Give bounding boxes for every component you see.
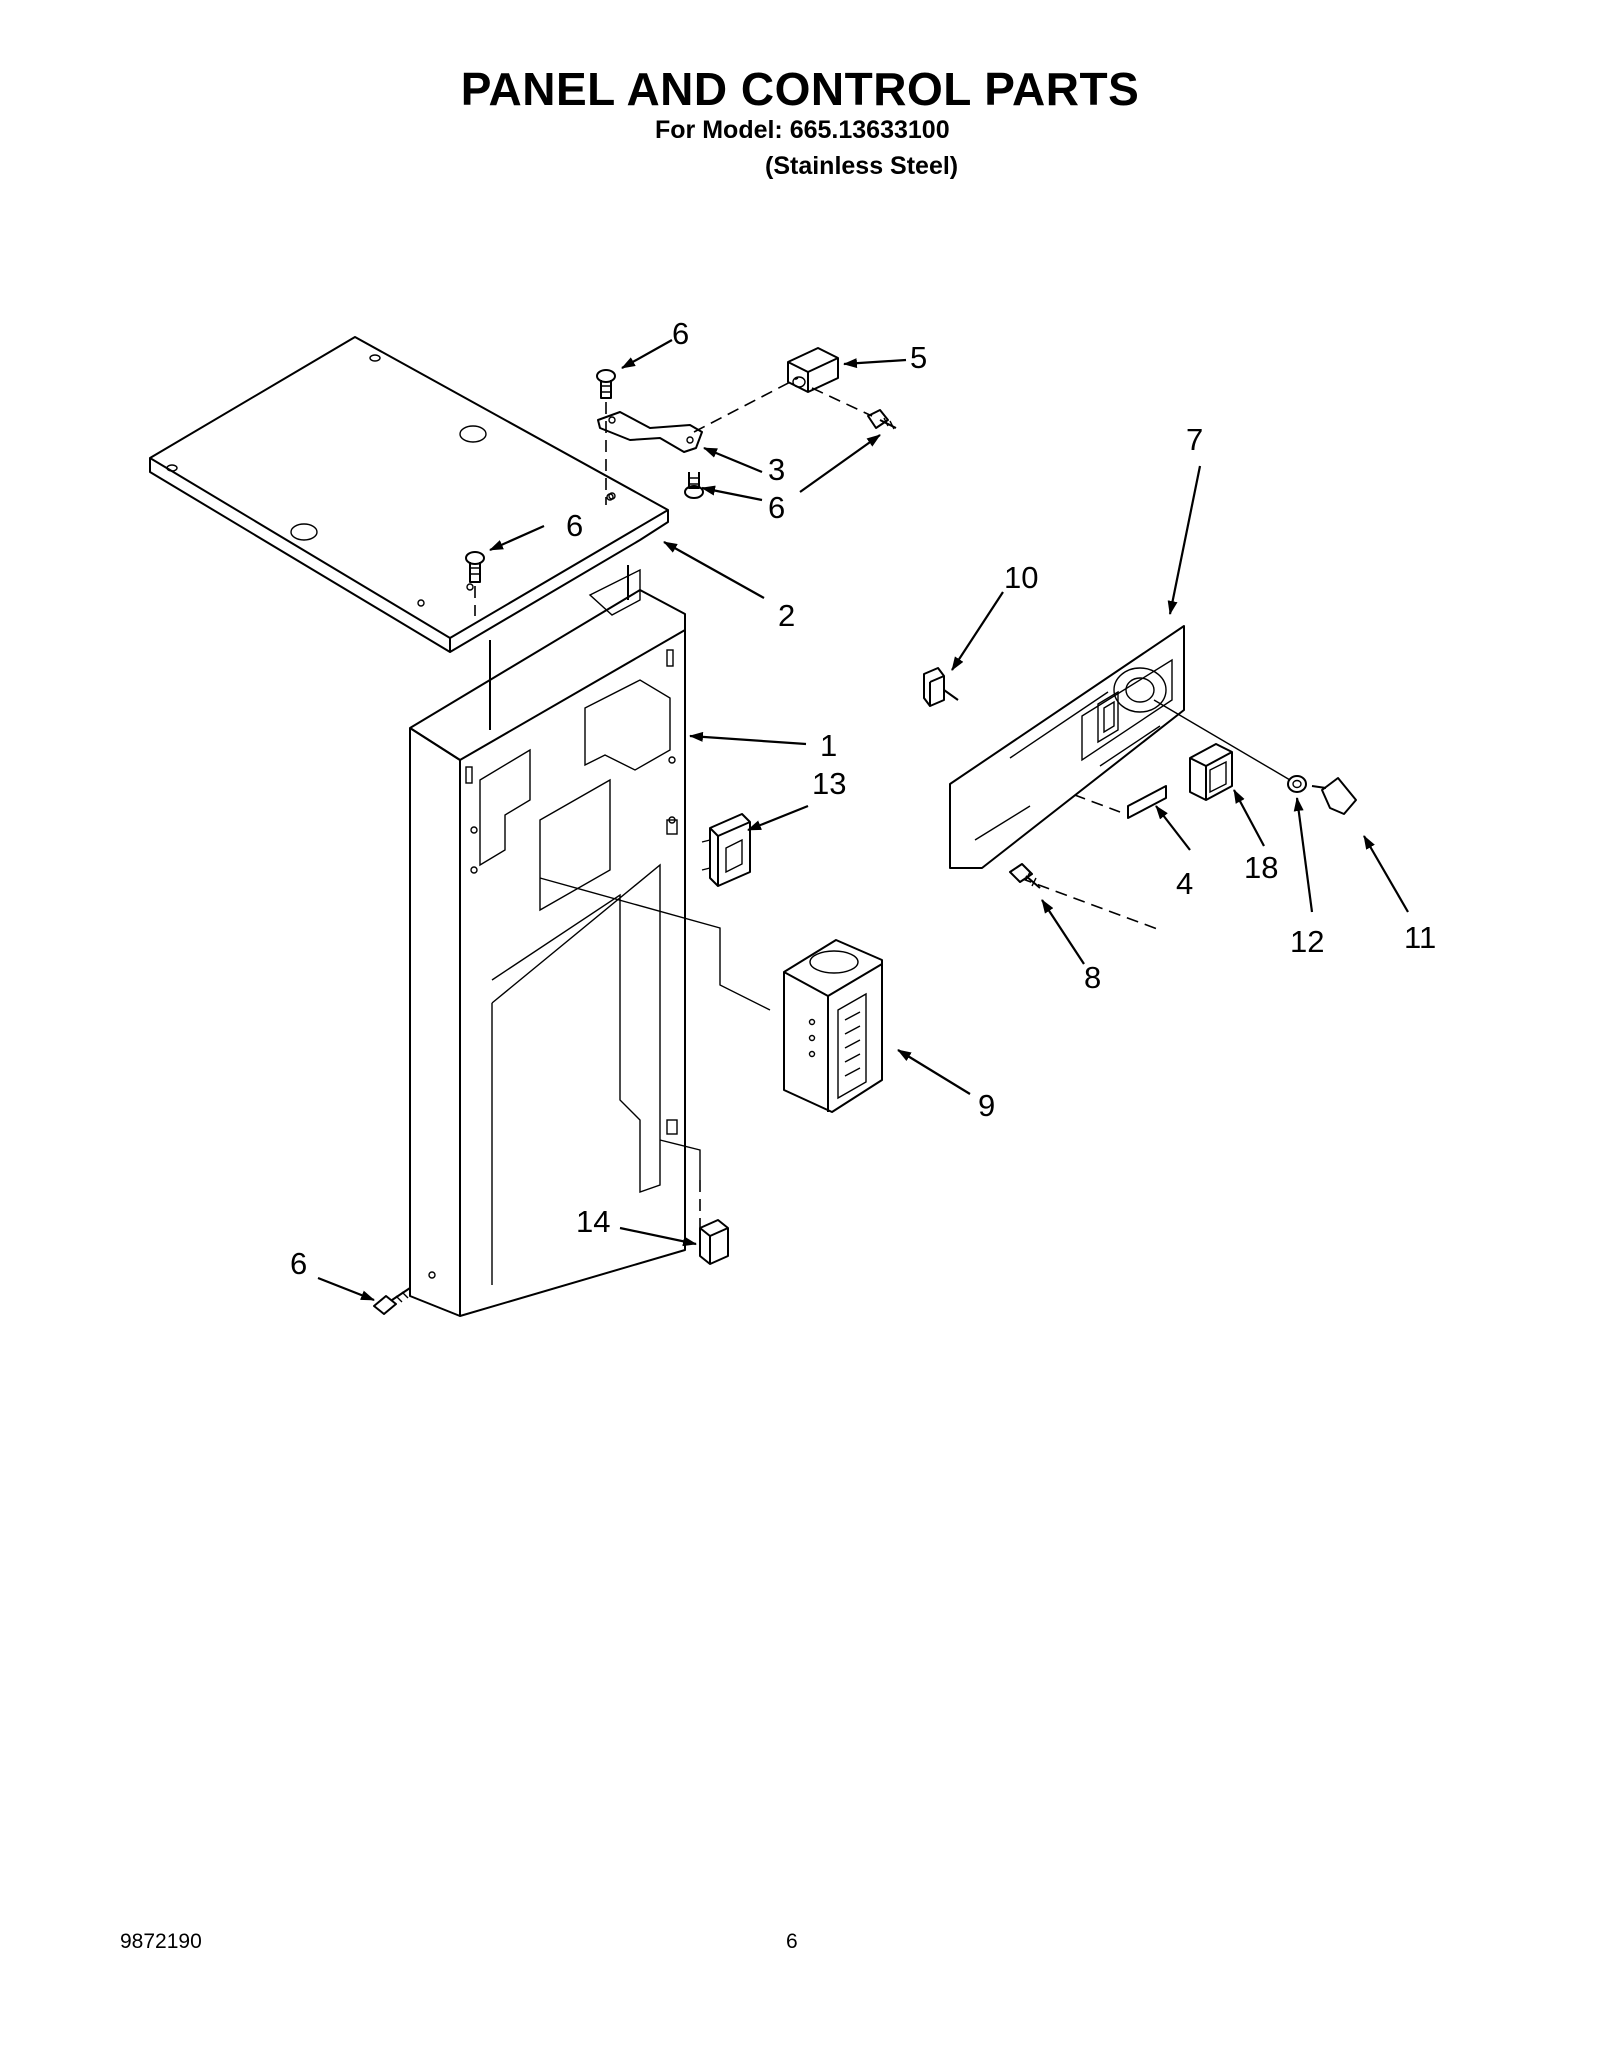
callout-6-bottom: 6 <box>290 1246 307 1281</box>
callout-7: 7 <box>1186 422 1203 457</box>
callout-11: 11 <box>1404 920 1436 955</box>
page-title: PANEL AND CONTROL PARTS <box>460 63 1140 115</box>
callout-arrows <box>317 339 1409 1302</box>
callout-4: 4 <box>1176 866 1193 901</box>
callout-8: 8 <box>1084 960 1101 995</box>
screw-right <box>867 409 897 430</box>
part-10-sensor <box>923 667 959 707</box>
callout-1: 1 <box>820 728 837 763</box>
callout-18: 18 <box>1244 850 1278 885</box>
part-9-housing <box>783 939 883 1113</box>
part-1-frame <box>409 565 686 1317</box>
callout-10: 10 <box>1004 560 1038 595</box>
callout-12: 12 <box>1290 924 1324 959</box>
page-number: 6 <box>786 1930 798 1953</box>
callout-6-mid: 6 <box>768 490 785 525</box>
screw-under-bracket <box>684 472 704 499</box>
leader-frame-to-housing <box>539 877 771 1011</box>
knob-axis-line <box>1153 699 1291 781</box>
part-13-rocker-switch <box>701 813 751 887</box>
screw-bottom <box>373 1287 411 1315</box>
callout-9: 9 <box>978 1088 995 1123</box>
callout-14: 14 <box>576 1204 610 1239</box>
callout-6-left: 6 <box>566 508 583 543</box>
part-18-switch <box>1189 743 1233 801</box>
part-2-top-panel <box>149 336 669 653</box>
callout-labels: 6 5 3 6 6 2 1 13 7 10 4 18 12 11 8 9 14 … <box>290 316 1436 1281</box>
part-7-control-panel <box>949 625 1185 869</box>
document-number: 9872190 <box>120 1930 202 1953</box>
callout-5: 5 <box>910 340 927 375</box>
screw-panel-left <box>465 551 485 583</box>
part-8-screw <box>1009 863 1041 889</box>
part-12-washer <box>1287 775 1307 793</box>
finish-line: (Stainless Steel) <box>765 152 959 180</box>
part-14-small-switch <box>699 1219 729 1265</box>
callout-2: 2 <box>778 598 795 633</box>
callout-13: 13 <box>812 766 846 801</box>
part-6-screws <box>373 369 897 1315</box>
model-line: For Model: 665.13633100 <box>655 116 950 144</box>
part-11-knob <box>1311 777 1357 815</box>
callout-3: 3 <box>768 452 785 487</box>
callout-6-top: 6 <box>672 316 689 351</box>
leader-frame-to-switch14 <box>659 1139 701 1180</box>
screw-top-left <box>596 369 616 399</box>
part-3-bracket <box>597 411 703 453</box>
part-4-label <box>1127 785 1167 819</box>
part-5-clip <box>787 347 839 393</box>
